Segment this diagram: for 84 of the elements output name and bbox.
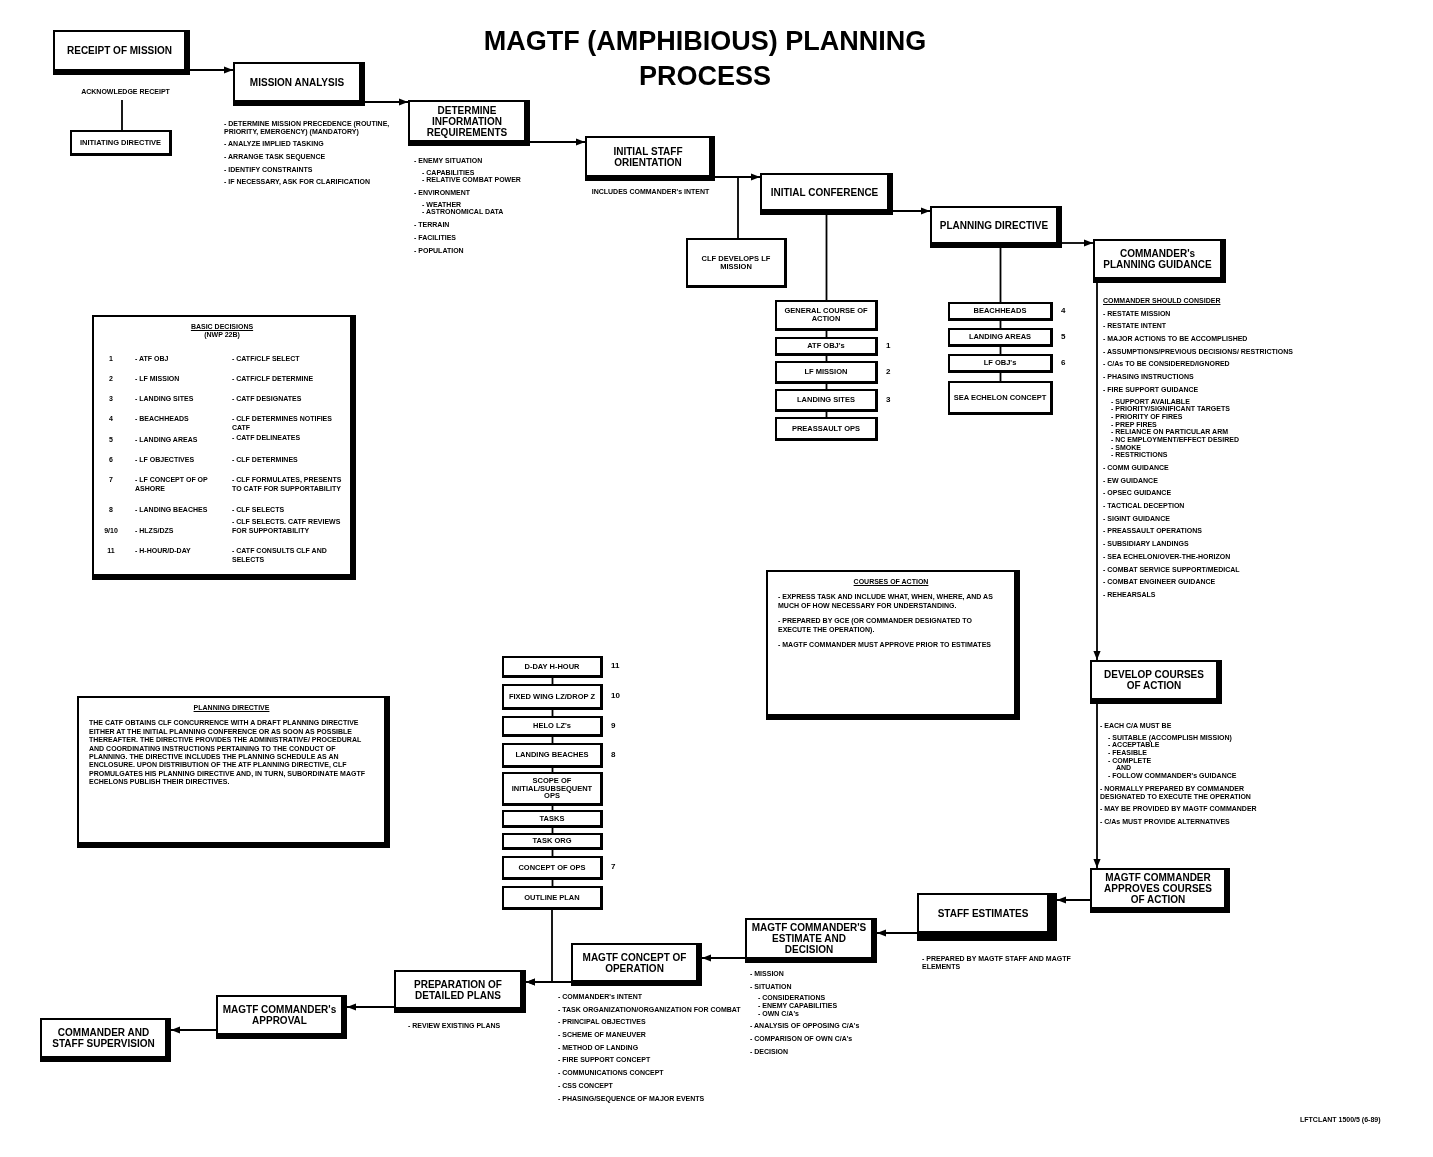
arrow — [892, 207, 931, 215]
arrow — [701, 954, 746, 962]
arrow — [876, 929, 918, 937]
item-box — [502, 656, 603, 678]
step-number: 9 — [611, 720, 616, 730]
box-label: MAGTF COMMANDER'S ESTIMATE AND DECISION — [751, 922, 867, 955]
item-box — [502, 743, 603, 768]
item-box — [502, 856, 603, 880]
process-box — [394, 970, 526, 1013]
box-label: MISSION ANALYSIS — [249, 76, 345, 88]
connector-line — [999, 247, 1002, 303]
process-box — [233, 62, 365, 106]
item-box — [948, 354, 1053, 373]
arrow — [1056, 896, 1091, 904]
box-label: STAFF ESTIMATES — [937, 907, 1029, 919]
step-number: 5 — [1061, 331, 1066, 341]
note-panel — [92, 315, 356, 580]
process-box — [216, 995, 347, 1039]
box-label: RECEIPT OF MISSION — [67, 45, 172, 56]
item-box — [775, 337, 878, 356]
process-box — [40, 1018, 171, 1062]
box-label: INITIAL STAFF ORIENTATION — [612, 145, 684, 168]
step-number: 3 — [886, 394, 891, 404]
item-box — [775, 300, 878, 331]
step-number: 4 — [1061, 305, 1066, 315]
item-box — [775, 361, 878, 384]
step-number: 6 — [1061, 357, 1066, 367]
item-box — [502, 833, 603, 850]
item-box — [502, 772, 603, 806]
process-box — [745, 918, 877, 963]
item-box — [775, 389, 878, 412]
arrow — [525, 909, 553, 986]
step-number: 7 — [611, 862, 616, 871]
process-box — [1093, 239, 1226, 283]
box-label: COMMANDER's PLANNING GUIDANCE — [1102, 248, 1213, 270]
arrow — [170, 1026, 217, 1034]
item-box — [70, 130, 172, 156]
arrow — [346, 1003, 395, 1011]
step-number: 10 — [611, 691, 620, 700]
step-number: 8 — [611, 749, 616, 759]
arrow — [1093, 703, 1101, 869]
item-box — [948, 381, 1053, 415]
note-panel — [77, 696, 390, 848]
item-box — [502, 810, 603, 828]
item-box — [502, 716, 603, 737]
item-box — [775, 417, 878, 441]
process-box — [408, 100, 530, 146]
item-box — [948, 302, 1053, 321]
box-label: MAGTF COMMANDER APPROVES COURSES OF ACTION — [1103, 872, 1213, 905]
arrow — [529, 138, 586, 146]
item-box — [502, 684, 603, 710]
connector-line — [551, 805, 554, 811]
box-label: COMMANDER AND STAFF SUPERVISION — [51, 1027, 156, 1049]
process-box — [760, 173, 893, 215]
connector-line — [714, 176, 739, 239]
connector-line — [825, 214, 828, 301]
box-label: MAGTF CONCEPT OF OPERATION — [581, 951, 688, 974]
item-box — [502, 886, 603, 910]
connector-line — [121, 99, 123, 131]
arrow — [1093, 282, 1101, 661]
step-number: 1 — [886, 340, 891, 350]
box-label: MAGTF COMMANDER's APPROVAL — [222, 1004, 337, 1026]
connector-line — [551, 767, 554, 773]
box-label: INITIAL CONFERENCE — [770, 186, 879, 198]
note-panel — [766, 570, 1020, 720]
step-number: 2 — [886, 366, 891, 376]
box-label: DETERMINE INFORMATION REQUIREMENTS — [425, 104, 509, 138]
box-label: PREPARATION OF DETAILED PLANS — [413, 978, 503, 1001]
item-box — [686, 238, 787, 288]
arrow — [364, 98, 409, 106]
item-box — [948, 328, 1053, 347]
process-box — [585, 136, 715, 181]
process-box — [53, 30, 190, 75]
process-box — [930, 206, 1062, 248]
process-box — [1090, 868, 1230, 913]
diagram-title: MAGTF (AMPHIBIOUS) PLANNING PROCESS — [482, 25, 928, 93]
step-number: 11 — [611, 661, 620, 670]
process-box — [1090, 660, 1222, 704]
arrow — [189, 66, 234, 74]
box-label: DEVELOP COURSES OF ACTION — [1103, 669, 1205, 691]
stacked-box — [917, 893, 1057, 941]
box-label: PLANNING DIRECTIVE — [939, 219, 1049, 231]
process-box — [571, 943, 702, 986]
arrow — [1061, 239, 1094, 247]
